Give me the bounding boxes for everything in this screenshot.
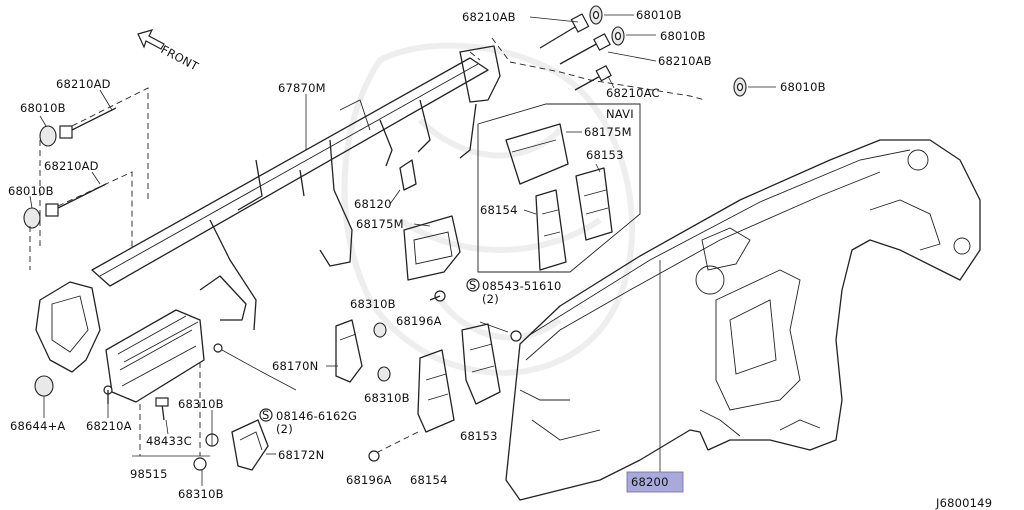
bracket-68154-lower	[368, 349, 455, 462]
watermark-emblem	[341, 42, 635, 376]
part-label-68644a[interactable]: 68644+A	[10, 419, 66, 433]
part-label-08146[interactable]: 08146-6162G	[276, 409, 357, 423]
part-label-68310b-1[interactable]: 68310B	[350, 297, 396, 311]
part-label-68010b-2[interactable]: 68010B	[660, 29, 706, 43]
part-label-68196a-1[interactable]: 68196A	[396, 314, 442, 328]
screw-symbol-letter: S	[469, 278, 477, 292]
part-label-48433c[interactable]: 48433C	[146, 434, 192, 448]
part-label-68210ac[interactable]: 68210AC	[606, 86, 660, 100]
part-label-68170n[interactable]: 68170N	[272, 359, 318, 373]
part-label-08543-qty[interactable]: (2)	[482, 292, 499, 306]
lower-left-fasteners	[34, 375, 219, 486]
part-label-68210ab-2[interactable]: 68210AB	[658, 54, 712, 68]
part-label-68120[interactable]: 68120	[354, 197, 392, 211]
diagram-code: J6800149	[935, 496, 992, 510]
part-label-68153-2[interactable]: 68153	[460, 429, 498, 443]
part-label-67870m[interactable]: 67870M	[278, 81, 326, 95]
front-direction-indicator: FRONT	[137, 29, 202, 74]
part-label-68175m-1[interactable]: 68175M	[584, 125, 632, 139]
part-label-08543[interactable]: 08543-51610	[482, 279, 562, 293]
navi-label: NAVI	[606, 107, 634, 121]
part-label-68154-2[interactable]: 68154	[410, 473, 448, 487]
navi-bracket-box	[477, 103, 641, 273]
bracket-68170N	[326, 319, 391, 383]
screw-symbol-icon-2	[259, 408, 273, 422]
part-label-68172n[interactable]: 68172N	[278, 448, 324, 462]
part-label-68210ad-2[interactable]: 68210AD	[44, 159, 99, 173]
part-label-68010b-1[interactable]: 68010B	[636, 8, 682, 22]
part-label-68210ad-1[interactable]: 68210AD	[56, 77, 111, 91]
part-label-68310b-3[interactable]: 68310B	[178, 397, 224, 411]
top-fastener-group	[469, 5, 776, 101]
part-label-68196a-2[interactable]: 68196A	[346, 473, 392, 487]
part-label-68154-1[interactable]: 68154	[480, 203, 518, 217]
part-label-68153-1[interactable]: 68153	[586, 148, 624, 162]
part-label-68175m-2[interactable]: 68175M	[356, 217, 404, 231]
instrument-panel-68200	[505, 139, 981, 501]
part-label-08146-qty[interactable]: (2)	[276, 422, 293, 436]
left-fastener-group	[23, 87, 149, 270]
part-label-68210a[interactable]: 68210A	[86, 419, 132, 433]
bracket-68175M	[403, 215, 461, 302]
part-label-68010b-4[interactable]: 68010B	[20, 101, 66, 115]
part-label-68010b-3[interactable]: 68010B	[780, 80, 826, 94]
screw-symbol-letter-2: S	[262, 408, 270, 422]
part-label-68310b-4[interactable]: 68310B	[178, 487, 224, 501]
highlighted-part-box[interactable]	[626, 471, 684, 493]
bracket-68153-lower	[461, 321, 522, 405]
passenger-airbag-module	[103, 309, 297, 457]
screw-symbol-icon	[466, 278, 480, 292]
steering-member-67870M	[35, 45, 501, 373]
part-label-68010b-5[interactable]: 68010B	[8, 184, 54, 198]
highlighted-part-label[interactable]: 68200	[631, 475, 669, 489]
part-label-98515[interactable]: 98515	[130, 467, 168, 481]
front-label: FRONT	[159, 42, 202, 74]
part-labels: 68210AB 68010B 68010B 68210AB 68010B 68210AC 6…	[8, 8, 826, 501]
bracket-68172N	[231, 419, 276, 471]
part-label-68210ab-1[interactable]: 68210AB	[462, 10, 516, 24]
bracket-68120	[389, 159, 417, 205]
front-arrow-icon	[137, 29, 165, 50]
part-label-68310b-2[interactable]: 68310B	[364, 391, 410, 405]
